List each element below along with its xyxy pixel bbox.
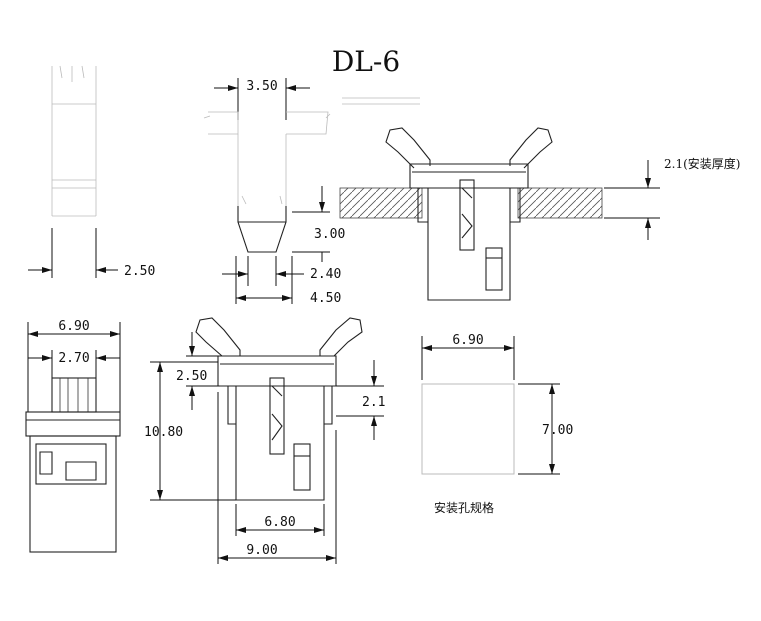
mounting-hole-label: 安装孔规格 (434, 500, 494, 515)
dim-front-width: 6.90 (58, 319, 89, 334)
dim-tip-width: 2.40 (310, 267, 341, 282)
side-view-thin: 2.50 (28, 65, 155, 279)
dim-hole-height: 7.00 (542, 423, 573, 438)
dim-main-body-width: 6.80 (264, 515, 295, 530)
dim-tip-height: 3.00 (314, 227, 345, 242)
dim-main-gap: 2.1 (362, 395, 385, 410)
dim-main-overall-width: 9.00 (246, 543, 277, 558)
dim-main-height: 10.80 (144, 425, 183, 440)
dim-latch-offset: 2.50 (176, 369, 207, 384)
mounting-hole-view: 6.90 7.00 安装孔规格 (421, 333, 573, 515)
pin-profile-view: 3.50 3.00 2.40 4.50 (203, 78, 345, 306)
mounting-hole-outline (421, 383, 515, 475)
dim-base-width: 4.50 (310, 291, 341, 306)
dim-side-thickness: 2.50 (124, 264, 155, 279)
dim-front-key-width: 2.70 (58, 351, 89, 366)
drawing-title: DL-6 (332, 45, 400, 78)
main-side-view: 2.50 10.80 2.1 6.80 9.00 (144, 317, 385, 564)
installed-panel-view: 2.1(安装厚度) (339, 97, 740, 301)
dim-neck-width: 3.50 (246, 79, 277, 94)
front-view: 6.90 2.70 (25, 319, 121, 553)
dim-panel-thickness: 2.1(安装厚度) (664, 156, 740, 171)
dim-hole-width: 6.90 (452, 333, 483, 348)
